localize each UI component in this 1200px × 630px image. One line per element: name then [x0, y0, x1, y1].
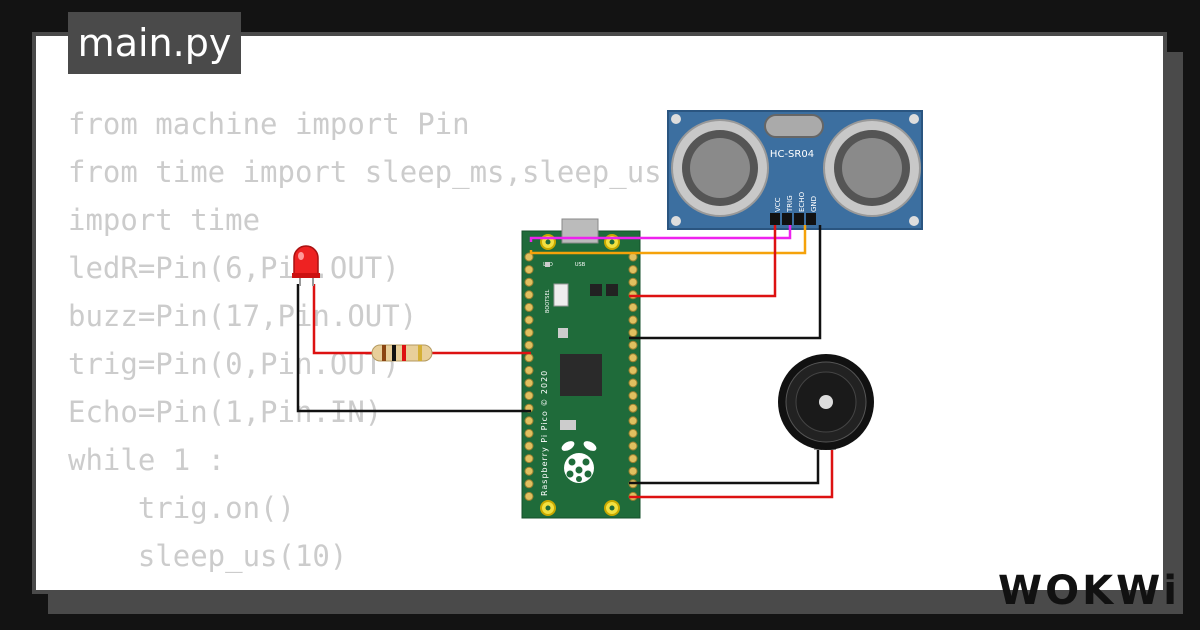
file-tab[interactable]: main.py: [68, 12, 241, 74]
pico-pin[interactable]: [628, 340, 638, 350]
pico-pin[interactable]: [628, 365, 638, 375]
pico-pin[interactable]: [628, 403, 638, 413]
pico-pin[interactable]: [524, 466, 534, 476]
sensor-pin-label: VCC: [774, 197, 782, 212]
pico-pin[interactable]: [524, 428, 534, 438]
wire-led-anode: [312, 284, 378, 355]
code-line: sleep_us(10): [68, 539, 348, 573]
pico-pin[interactable]: [628, 277, 638, 287]
usb-silkscreen-label: USB: [575, 262, 586, 268]
wire-vcc: [629, 225, 777, 298]
led-icon[interactable]: [292, 245, 320, 286]
pico-pin[interactable]: [628, 353, 638, 363]
usb-port: [561, 218, 599, 244]
pico-pin[interactable]: [524, 315, 534, 325]
pico-pin[interactable]: [524, 491, 534, 501]
wire-echo: [529, 225, 807, 255]
sensor-pin-label: ECHO: [798, 191, 806, 212]
pico-pin[interactable]: [628, 378, 638, 388]
pico-pin[interactable]: [628, 391, 638, 401]
raspberry-logo-icon: [561, 441, 597, 483]
code-line: from machine import Pin: [68, 107, 470, 141]
pico-pin[interactable]: [524, 378, 534, 388]
pico-pin[interactable]: [524, 454, 534, 464]
pico-pin[interactable]: [524, 479, 534, 489]
pico-pin[interactable]: [628, 466, 638, 476]
pico-pin[interactable]: [524, 290, 534, 300]
buzzer-icon[interactable]: [778, 354, 874, 450]
transducer-left: [671, 119, 769, 217]
pico-pin-header: [524, 252, 638, 501]
wire-buzzer-gnd: [629, 448, 820, 485]
pico-pin[interactable]: [524, 328, 534, 338]
rp2040-chip: [560, 354, 602, 396]
code-line: trig.on(): [68, 491, 295, 525]
wokwi-logo: WOKWi: [998, 568, 1180, 614]
code-line: buzz=Pin(17,Pin.OUT): [68, 299, 418, 333]
wire-led-gnd: [296, 284, 531, 413]
wire-buzzer-signal: [629, 448, 834, 499]
bootsel-button[interactable]: [553, 283, 569, 307]
code-line: from time import sleep_ms,sleep_us: [68, 155, 662, 189]
pico-pin[interactable]: [524, 416, 534, 426]
pico-pin[interactable]: [524, 277, 534, 287]
board-silkscreen-text: Raspberry Pi Pico © 2020: [540, 370, 549, 496]
sensor-pin-label: TRIG: [786, 195, 794, 213]
pico-pin[interactable]: [524, 441, 534, 451]
code-line: while 1 :: [68, 443, 226, 477]
pico-pin[interactable]: [524, 265, 534, 275]
wire-trig: [529, 225, 792, 242]
sensor-pin-label: GND: [810, 196, 818, 212]
pico-pin[interactable]: [524, 252, 534, 262]
pico-pin[interactable]: [524, 302, 534, 312]
pico-pin[interactable]: [524, 340, 534, 350]
code-line: trig.off(): [68, 580, 662, 590]
pico-pin[interactable]: [628, 454, 638, 464]
pico-pin[interactable]: [628, 428, 638, 438]
pico-pin[interactable]: [628, 315, 638, 325]
pico-pin[interactable]: [628, 265, 638, 275]
pico-pin[interactable]: [524, 353, 534, 363]
wire-gnd: [629, 225, 822, 340]
raspberry-pi-pico[interactable]: LED USB BOOTSEL Raspberry Pi Pico © 2020: [521, 218, 641, 519]
resistor-icon[interactable]: [371, 344, 433, 362]
pico-pin[interactable]: [524, 365, 534, 375]
pico-pin[interactable]: [628, 416, 638, 426]
pico-pin[interactable]: [628, 328, 638, 338]
sensor-model-label: HC-SR04: [770, 149, 814, 160]
transducer-right: [823, 119, 921, 217]
ultrasonic-sensor[interactable]: HC-SR04 VCC TRIG ECHO GND: [667, 110, 923, 230]
bootsel-label: BOOTSEL: [545, 289, 551, 313]
pico-pin[interactable]: [524, 391, 534, 401]
code-listing: from machine import Pin from time import …: [68, 100, 662, 590]
code-line: ledR=Pin(6,Pin.OUT): [68, 251, 400, 285]
pico-pin[interactable]: [628, 441, 638, 451]
code-line: import time: [68, 203, 261, 237]
pico-pin[interactable]: [628, 302, 638, 312]
